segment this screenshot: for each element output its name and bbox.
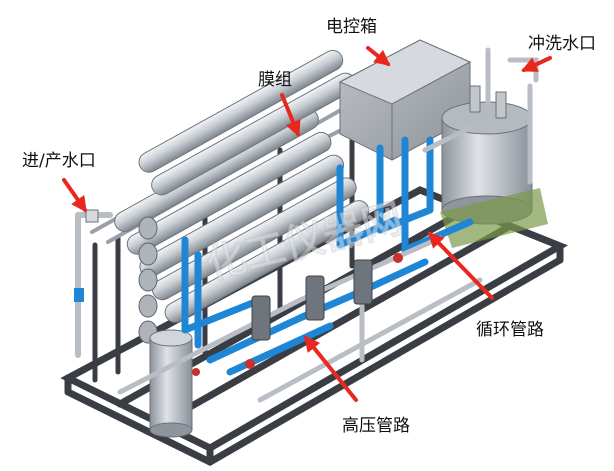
filter-housing [149,329,193,438]
arrow-flush-port [521,56,552,72]
annotation-arrows [62,46,552,402]
membrane-label: 膜组 [258,70,292,90]
inlet-valve [74,288,84,302]
red-valves [192,253,403,376]
flush-port-label: 冲洗水口 [528,34,596,54]
control-box [338,39,472,161]
control-box-label: 电控箱 [326,17,377,37]
arrow-high-pressure [303,335,358,402]
inlet-flange [85,209,99,223]
arrow-membrane [280,93,301,137]
inlet-outlet-label: 进/产水口 [22,151,96,171]
arrow-circulation [427,231,494,300]
pumps [251,259,373,341]
membrane-vessels [114,49,370,344]
high-pressure-label: 高压管路 [342,416,410,436]
arrow-control-box [366,46,391,66]
circulation-label: 循环管路 [476,320,544,340]
arrow-inlet [62,178,87,213]
